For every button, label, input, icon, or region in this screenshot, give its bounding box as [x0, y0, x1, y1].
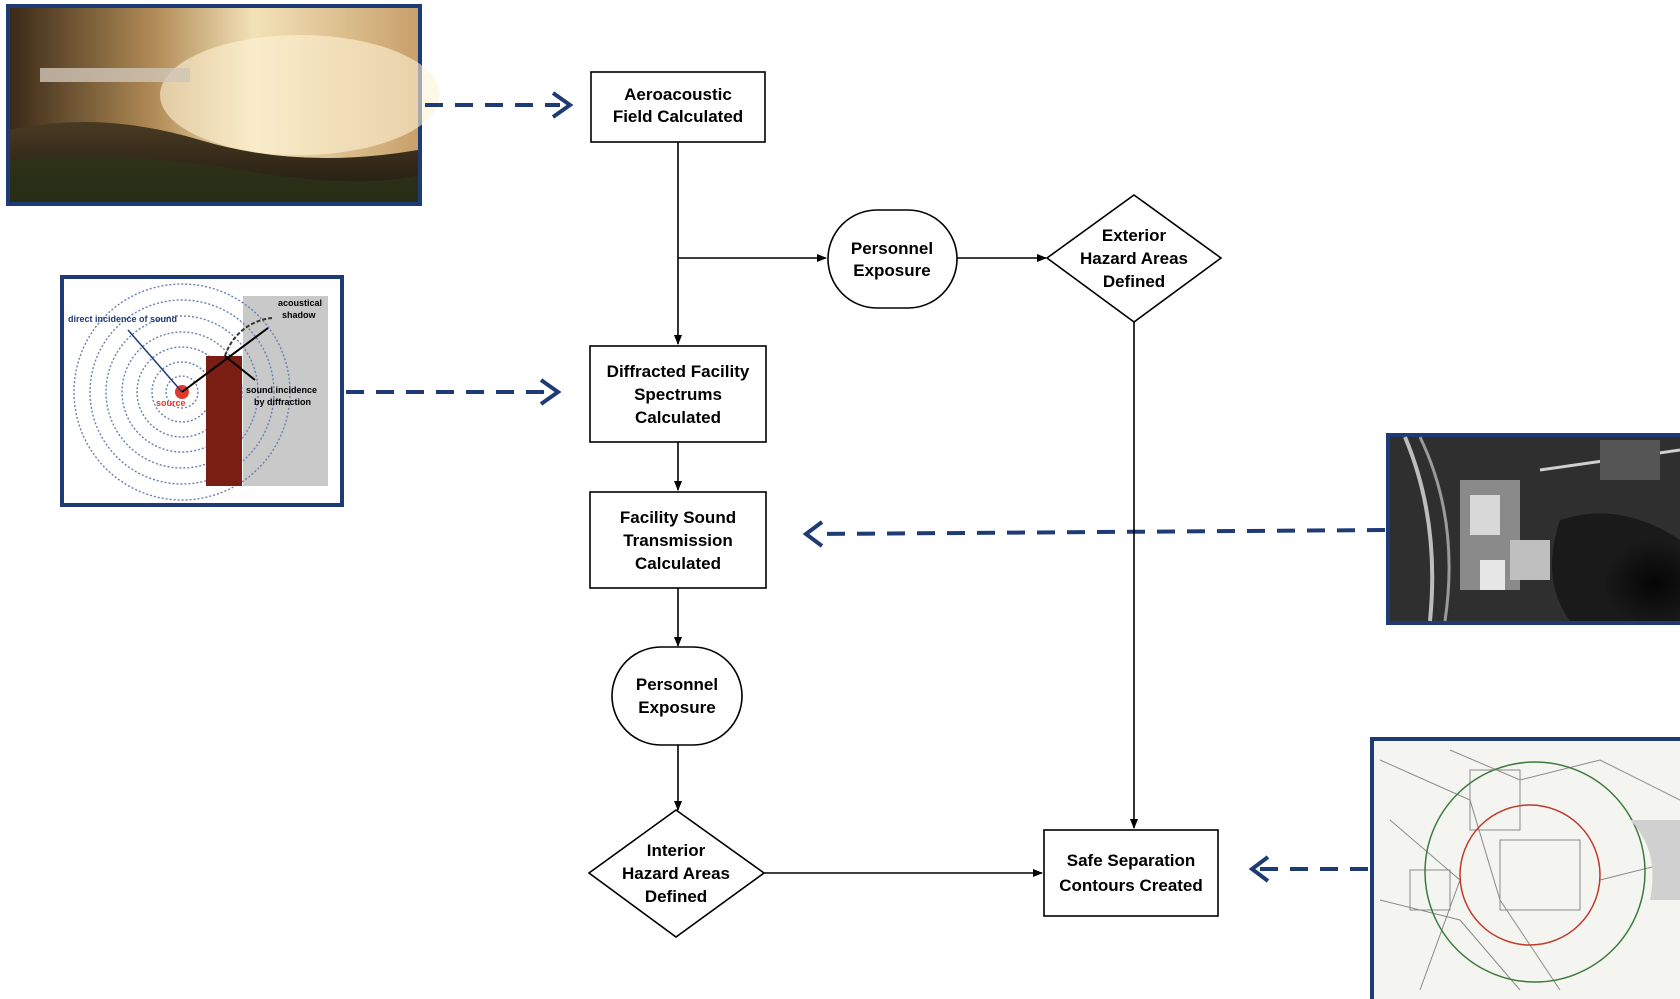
dashed-arrows: [346, 91, 1386, 883]
direct-incidence-label: direct incidence of sound: [68, 314, 177, 324]
aerial-facility-photo: [1386, 433, 1680, 625]
node-exterior: Exterior Hazard Areas Defined: [1045, 194, 1223, 323]
diffracted-line-2: Spectrums: [634, 385, 722, 404]
safe-line-2: Contours Created: [1059, 876, 1203, 895]
safe-line-1: Safe Separation: [1067, 851, 1196, 870]
transmission-line-3: Calculated: [635, 554, 721, 573]
acoustical-shadow-label-1: acoustical: [278, 298, 322, 308]
node-transmission: Facility Sound Transmission Calculated: [589, 491, 767, 589]
personnel-bottom-line-1: Personnel: [636, 675, 718, 694]
aeroacoustic-line-2: Field Calculated: [613, 107, 743, 126]
sound-incidence-label-2: by diffraction: [254, 397, 311, 407]
rocket-plume-photo: [6, 4, 440, 206]
diffracted-line-3: Calculated: [635, 408, 721, 427]
source-label: source: [156, 398, 186, 408]
personnel-top-line-2: Exposure: [853, 261, 930, 280]
node-personnel-bottom: Personnel Exposure: [611, 646, 743, 746]
interior-line-1: Interior: [647, 841, 706, 860]
node-diffracted: Diffracted Facility Spectrums Calculated: [589, 345, 767, 443]
diffracted-line-1: Diffracted Facility: [607, 362, 750, 381]
interior-line-2: Hazard Areas: [622, 864, 730, 883]
acoustical-shadow-label-2: shadow: [282, 310, 317, 320]
connectors: [674, 142, 1138, 877]
sound-incidence-label-1: sound incidence: [246, 385, 317, 395]
exterior-line-2: Hazard Areas: [1080, 249, 1188, 268]
facility-contour-map: [1370, 737, 1680, 999]
personnel-top-line-1: Personnel: [851, 239, 933, 258]
node-aeroacoustic: Aeroacoustic Field Calculated: [590, 71, 766, 143]
aeroacoustic-line-1: Aeroacoustic: [624, 85, 732, 104]
node-safe-separation: Safe Separation Contours Created: [1043, 829, 1219, 917]
transmission-line-2: Transmission: [623, 531, 733, 550]
personnel-bottom-line-2: Exposure: [638, 698, 715, 717]
interior-line-3: Defined: [645, 887, 707, 906]
node-personnel-top: Personnel Exposure: [827, 209, 958, 309]
exterior-line-3: Defined: [1103, 272, 1165, 291]
transmission-line-1: Facility Sound: [620, 508, 736, 527]
exterior-line-1: Exterior: [1102, 226, 1167, 245]
node-interior: Interior Hazard Areas Defined: [587, 809, 766, 938]
diffraction-diagram: direct incidence of sound acoustical sha…: [60, 275, 344, 507]
